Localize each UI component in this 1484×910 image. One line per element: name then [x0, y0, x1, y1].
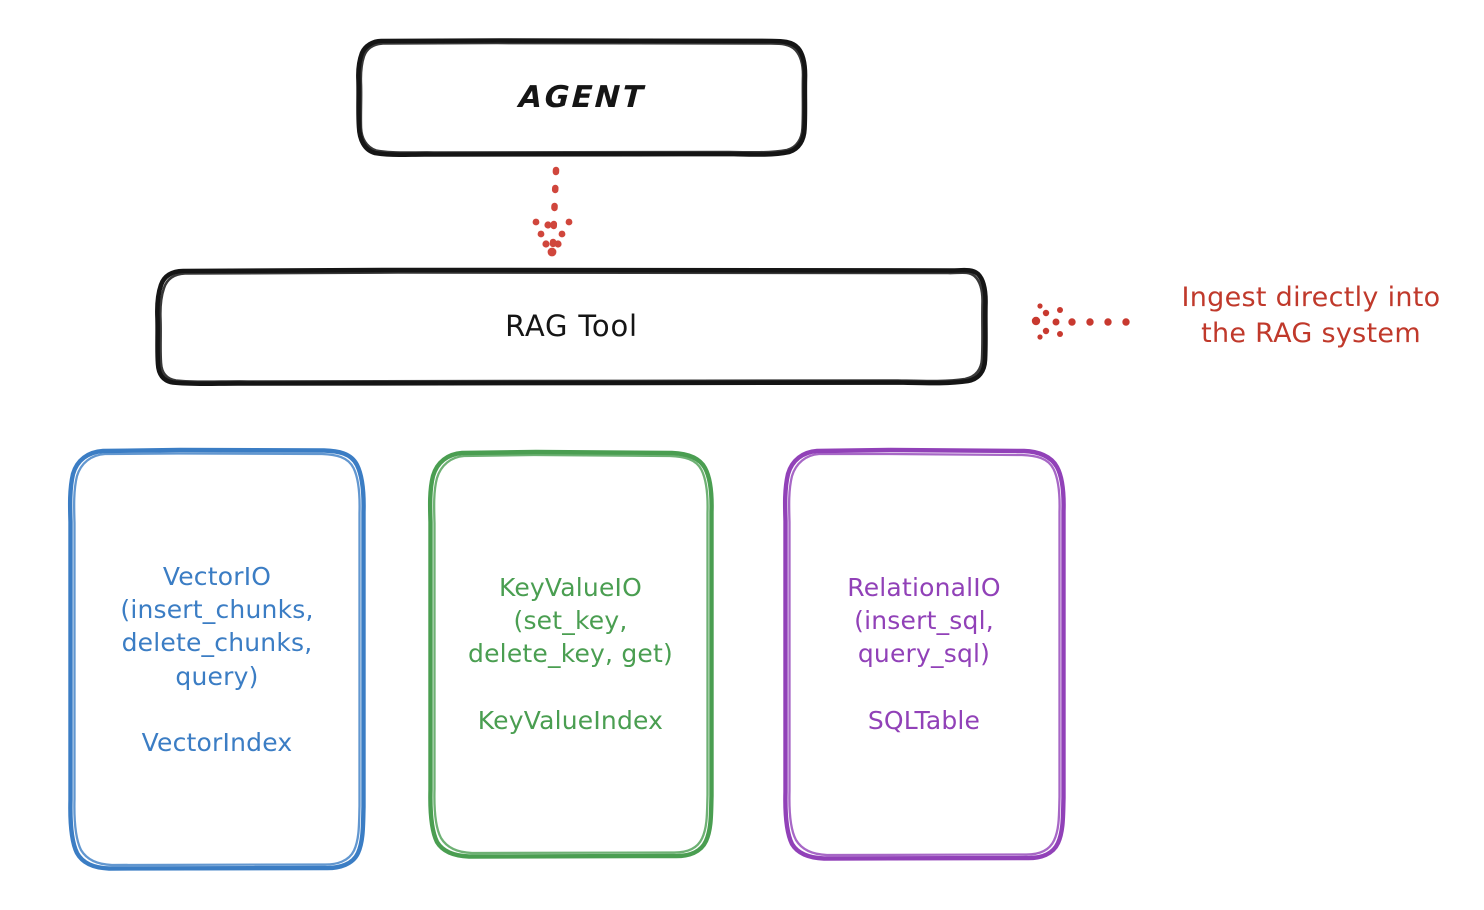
rag-tool-box-outline [155, 267, 988, 387]
vector-io-node-label: VectorIO (insert_chunks, delete_chunks, … [120, 561, 314, 757]
key-value-io-box-outline [427, 449, 714, 859]
ingest-arrow-icon [1031, 303, 1130, 340]
vector-io-node[interactable]: VectorIO (insert_chunks, delete_chunks, … [70, 450, 364, 869]
ingest-annotation-text: Ingest directly into the RAG system [1181, 282, 1441, 349]
agent-node-label: AGENT [517, 80, 647, 116]
agent-node[interactable]: AGENT [358, 40, 806, 156]
relational-io-node[interactable]: RelationalIO (insert_sql, query_sql) SQL… [785, 450, 1063, 858]
vector-io-box-outline [67, 447, 366, 871]
rag-tool-node-label: RAG Tool [505, 309, 638, 344]
relational-io-box-outline [782, 447, 1066, 861]
relational-io-node-label: RelationalIO (insert_sql, query_sql) SQL… [847, 572, 1001, 735]
agent-to-rag-tool-connector [532, 166, 573, 257]
rag-tool-node[interactable]: RAG Tool [157, 270, 986, 383]
key-value-io-node-label: KeyValueIO (set_key, delete_key, get) Ke… [468, 572, 673, 735]
key-value-io-node[interactable]: KeyValueIO (set_key, delete_key, get) Ke… [430, 452, 711, 856]
agent-box-outline [356, 38, 808, 157]
